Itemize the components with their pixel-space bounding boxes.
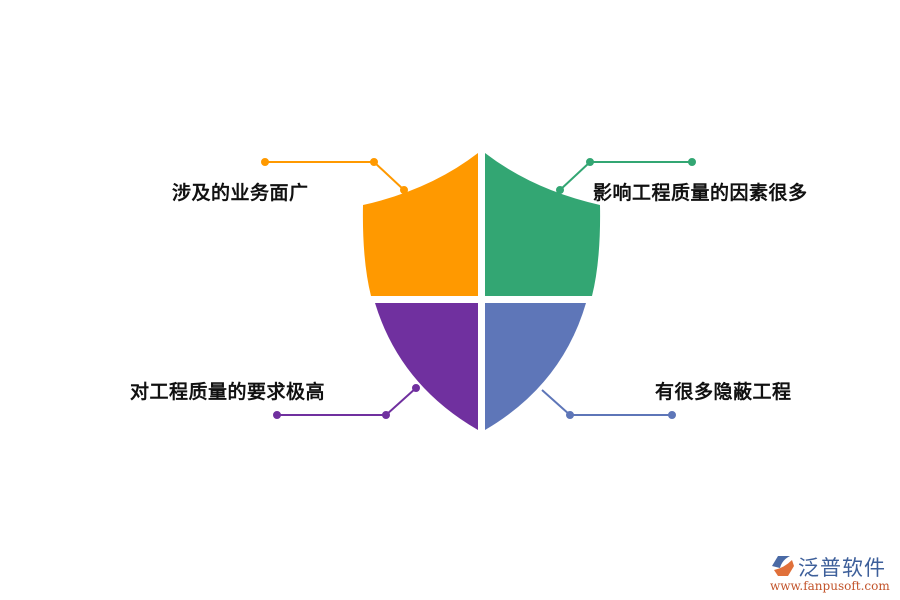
fanpu-logo-icon xyxy=(772,556,794,576)
label-bottom-left: 对工程质量的要求极高 xyxy=(130,381,326,403)
connector-top-right xyxy=(556,158,696,194)
shield-quadrant-bottom-left xyxy=(375,303,478,430)
watermark-name: 泛普软件 xyxy=(798,556,886,580)
connector-bottom-right xyxy=(541,389,676,419)
watermark-url: www.fanpusoft.com xyxy=(770,579,890,593)
connector-top-left xyxy=(261,158,408,194)
shield-quadrant-top-left xyxy=(362,153,478,296)
watermark-logo: 泛普软件 www.fanpusoft.com xyxy=(768,552,898,596)
shield-quadrant-top-right xyxy=(485,153,601,296)
label-bottom-right: 有很多隐蔽工程 xyxy=(655,381,792,403)
connector-bottom-left xyxy=(273,384,420,419)
label-top-right: 影响工程质量的因素很多 xyxy=(593,182,808,204)
shield-quadrant-bottom-right xyxy=(485,303,586,430)
label-top-left: 涉及的业务面广 xyxy=(172,182,309,204)
